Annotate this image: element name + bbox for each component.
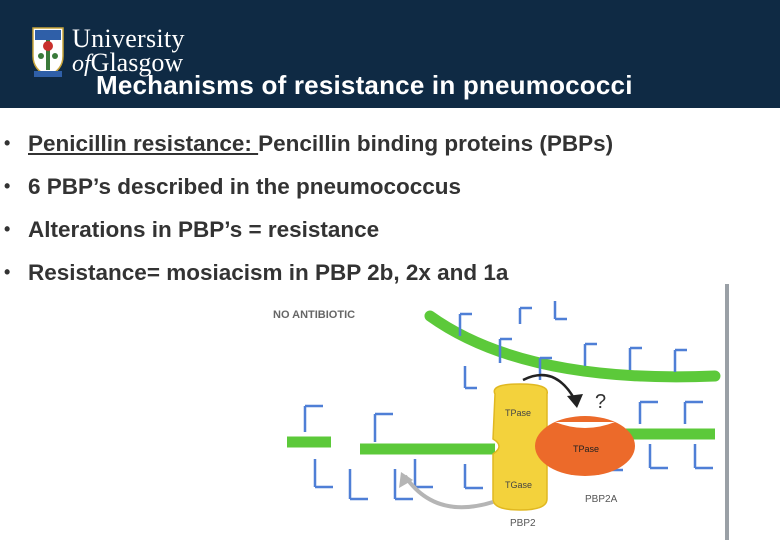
- university-logo: University ofGlasgow: [30, 24, 200, 82]
- bullet-item: • Penicillin resistance: Pencillin bindi…: [0, 122, 613, 165]
- bullet-text: 6 PBP’s described in the pneumococcus: [28, 174, 462, 199]
- logo-text-glasgow: ofGlasgow: [72, 48, 183, 78]
- no-antibiotic-label: NO ANTIBIOTIC: [273, 309, 355, 321]
- pbp2a-label: PBP2A: [585, 494, 618, 505]
- pbp2-protein: [492, 383, 548, 511]
- bullet-item: • 6 PBP’s described in the pneumococcus: [0, 165, 613, 208]
- bullet-icon: •: [4, 133, 11, 153]
- logo-text-glasgow-word: Glasgow: [90, 48, 184, 77]
- pbp2-label: PBP2: [510, 518, 536, 529]
- question-mark: ?: [595, 391, 606, 413]
- grey-return-arrow: [403, 474, 494, 510]
- bullet-item: • Resistance= mosiacism in PBP 2b, 2x an…: [0, 251, 613, 294]
- diagram-edge: [725, 284, 729, 540]
- grey-arrow-head-icon: [399, 472, 413, 488]
- arrow-head-icon: [567, 394, 583, 408]
- slide-title: Mechanisms of resistance in pneumococci: [96, 70, 633, 100]
- diagram-background: [255, 284, 725, 540]
- logo-text-of: of: [72, 51, 91, 77]
- bullet-underlined-prefix: Penicillin resistance:: [28, 131, 259, 156]
- bullet-icon: •: [4, 176, 11, 196]
- peptide-branches-top: [458, 301, 687, 390]
- glycan-chain-top: [424, 310, 721, 383]
- bullet-icon: •: [4, 262, 11, 282]
- bullet-text: Alterations in PBP’s = resistance: [28, 217, 380, 242]
- transfer-arrow: [522, 373, 577, 401]
- header-bar: University ofGlasgow Mechanisms of resis…: [0, 0, 780, 108]
- crest-icon: [32, 27, 64, 77]
- bullet-icon: •: [4, 219, 11, 239]
- tpase-yellow-label: TPase: [505, 408, 531, 418]
- bullet-item: • Alterations in PBP’s = resistance: [0, 208, 613, 251]
- pbp2a-protein: [535, 416, 635, 476]
- peptide-branches-middle: [348, 412, 483, 501]
- tgase-label: TGase: [505, 480, 532, 490]
- bullet-text: Resistance= mosiacism in PBP 2b, 2x and …: [28, 260, 509, 285]
- logo-text-university: University: [72, 24, 185, 53]
- pbp-mechanism-diagram: NO ANTIBIOTIC TPase TGas: [255, 284, 729, 540]
- bullet-text: Pencillin binding proteins (PBPs): [258, 131, 614, 156]
- bullet-list: • Penicillin resistance: Pencillin bindi…: [0, 122, 613, 294]
- peptide-branches-left: [303, 404, 333, 489]
- tpase-red-label: TPase: [573, 444, 599, 454]
